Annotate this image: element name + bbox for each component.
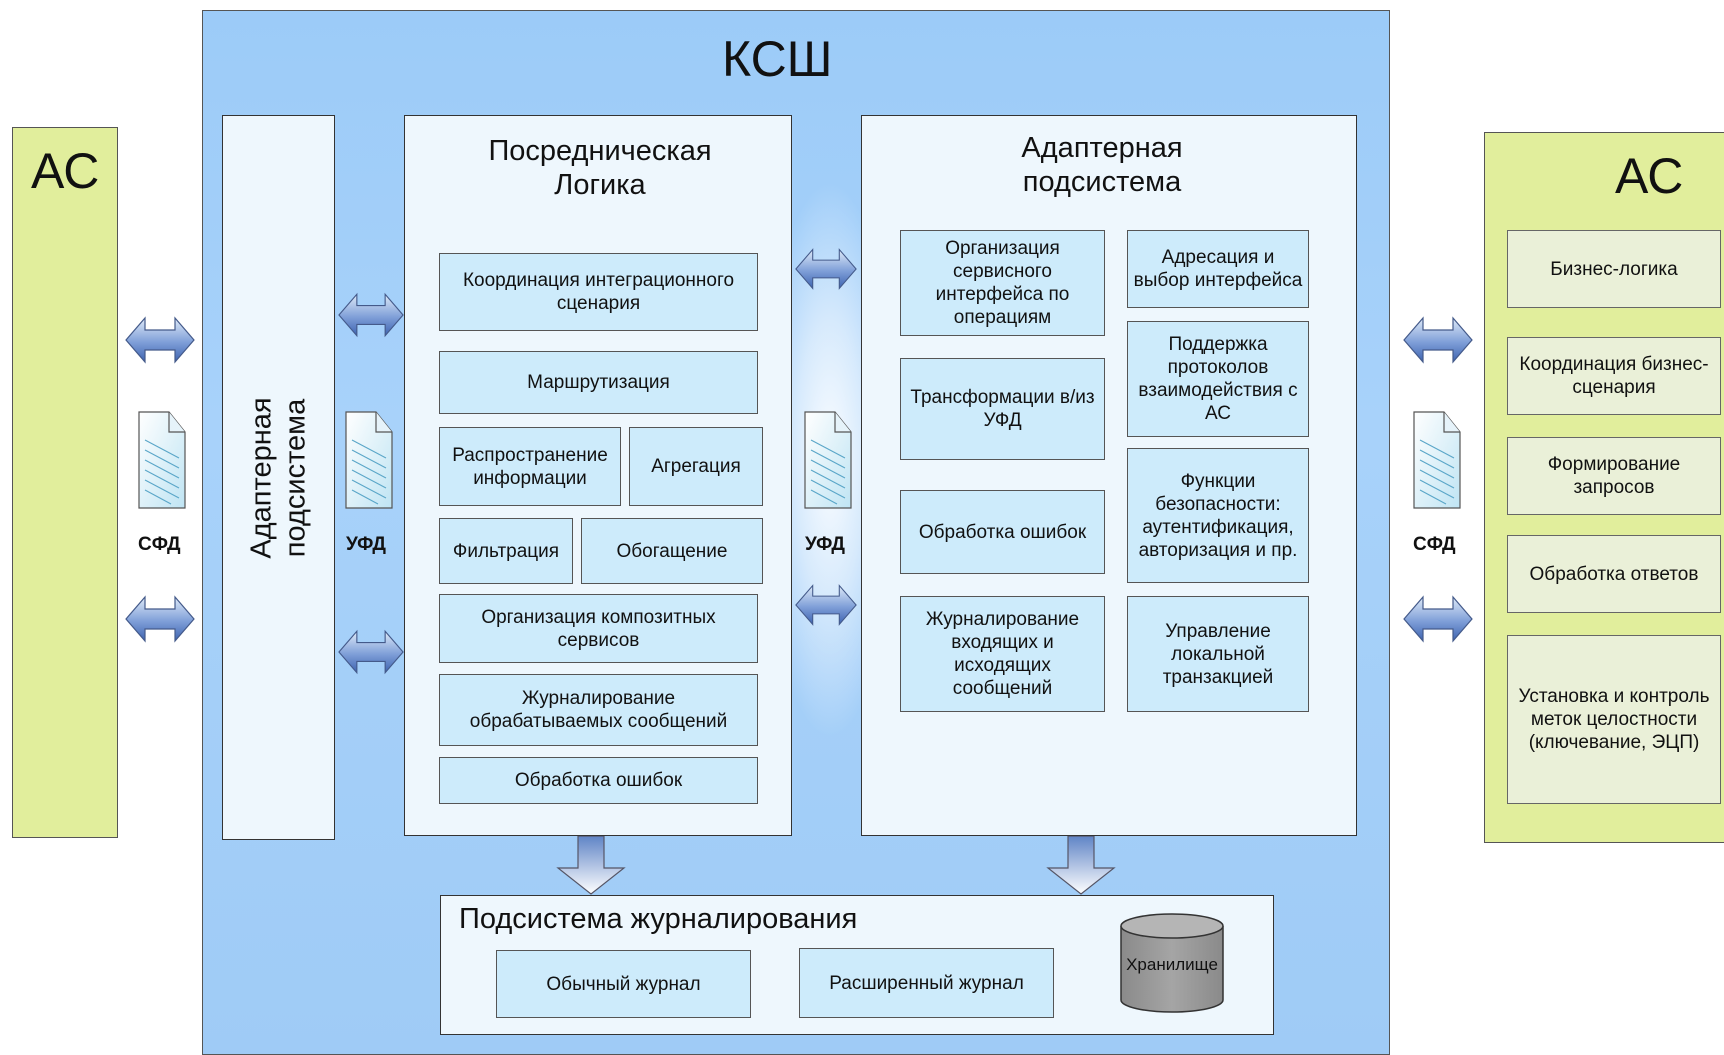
right-as-integrity: Установка и контроль меток целостности (…: [1507, 635, 1721, 804]
adapter-service-interface: Организация сервисного интерфейса по опе…: [900, 230, 1105, 336]
double-arrow-icon: [1402, 594, 1474, 644]
adapter-transaction: Управление локальной транзакцией: [1127, 596, 1309, 712]
document-icon: [1411, 410, 1463, 510]
mediation-errors: Обработка ошибок: [439, 757, 758, 804]
sfd-left-label: СФД: [138, 534, 181, 555]
mediation-distribution: Распространение информации: [439, 427, 621, 506]
double-arrow-icon: [1402, 315, 1474, 365]
mediation-routing: Маршрутизация: [439, 351, 758, 414]
logging-title: Подсистема журналирования: [459, 903, 858, 935]
document-icon: [343, 410, 395, 510]
mediation-aggregation: Агрегация: [629, 427, 763, 506]
left-as-title: АС: [31, 143, 100, 199]
document-icon: [136, 410, 188, 510]
adapter-title: Адаптерная подсистема: [1021, 132, 1183, 198]
adapter-errors: Обработка ошибок: [900, 490, 1105, 574]
down-arrow-icon: [556, 836, 626, 896]
right-as-title: АС: [1615, 148, 1684, 204]
mediation-enrichment: Обогащение: [581, 518, 763, 584]
left-adapter-title: Адаптерная подсистема: [245, 396, 312, 559]
adapter-io-logging: Журналирование входящих и исходящих сооб…: [900, 596, 1105, 712]
adapter-transform: Трансформации в/из УФД: [900, 358, 1105, 460]
double-arrow-icon: [795, 244, 857, 294]
right-as-coordination: Координация бизнес-сценария: [1507, 337, 1721, 415]
right-as-requests: Формирование запросов: [1507, 437, 1721, 515]
logging-regular: Обычный журнал: [496, 950, 751, 1018]
right-as-business-logic: Бизнес-логика: [1507, 230, 1721, 308]
mediation-coordination: Координация интеграционного сценария: [439, 253, 758, 331]
mediation-filtering: Фильтрация: [439, 518, 573, 584]
ufd-right-label: УФД: [805, 534, 845, 555]
right-as-responses: Обработка ответов: [1507, 535, 1721, 613]
double-arrow-icon: [125, 315, 195, 365]
mediation-composite: Организация композитных сервисов: [439, 594, 758, 663]
double-arrow-icon: [338, 290, 404, 340]
double-arrow-icon: [795, 580, 857, 630]
ufd-left-label: УФД: [346, 534, 386, 555]
storage-cylinder-icon: [1120, 913, 1224, 1013]
sfd-right-label: СФД: [1413, 534, 1456, 555]
adapter-addressing: Адресация и выбор интерфейса: [1127, 230, 1309, 308]
double-arrow-icon: [338, 627, 404, 677]
down-arrow-icon: [1046, 836, 1116, 896]
left-adapter-panel: Адаптерная подсистема: [222, 115, 335, 840]
ksh-title: КСШ: [722, 31, 833, 87]
document-icon: [802, 410, 854, 510]
logging-extended: Расширенный журнал: [799, 948, 1054, 1018]
storage-label: Хранилище: [1126, 955, 1218, 974]
double-arrow-icon: [125, 594, 195, 644]
mediation-title: Посредническая Логика: [488, 135, 712, 201]
adapter-protocols: Поддержка протоколов взаимодействия с АС: [1127, 321, 1309, 437]
mediation-logging: Журналирование обрабатываемых сообщений: [439, 674, 758, 746]
adapter-security: Функции безопасности: аутентификация, ав…: [1127, 448, 1309, 583]
left-as-panel: АС: [12, 127, 118, 838]
